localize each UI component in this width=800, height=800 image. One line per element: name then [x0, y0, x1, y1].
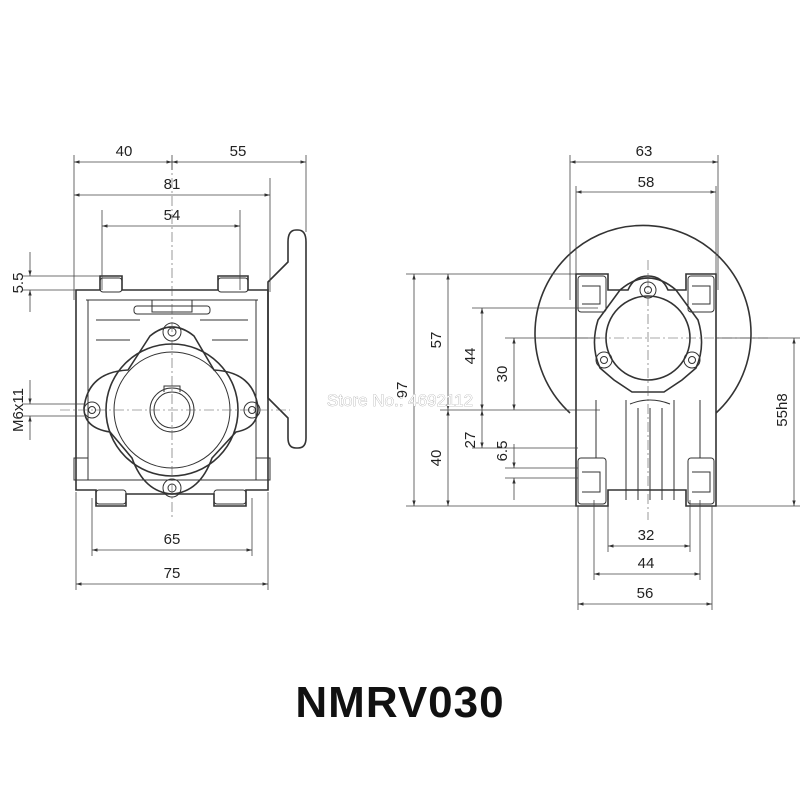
dim-54: 54 [164, 207, 181, 224]
dim-44-vertical: 44 [462, 348, 479, 365]
dim-56: 56 [637, 585, 654, 602]
store-watermark: Store No.: 4692112 [327, 391, 473, 410]
front-dimensions: 40 55 81 54 5.5 M6x11 65 75 [10, 143, 307, 590]
dim-5-5: 5.5 [10, 273, 27, 294]
model-title: NMRV030 [295, 678, 505, 727]
flange-disc [534, 224, 752, 414]
dim-55: 55 [230, 143, 247, 160]
dim-58: 58 [638, 174, 655, 191]
dim-40: 40 [116, 143, 133, 160]
side-dimensions: 63 58 97 57 40 44 27 30 6.5 55h8 [394, 143, 800, 610]
dim-55h8: 55h8 [774, 393, 791, 426]
dim-6-5: 6.5 [494, 441, 511, 462]
motor-flange [267, 229, 307, 449]
dim-30: 30 [494, 366, 511, 383]
dim-40-lower: 40 [428, 450, 445, 467]
dim-m6x11: M6x11 [10, 388, 27, 432]
dim-65: 65 [164, 531, 181, 548]
bore-lobe [593, 277, 703, 393]
dim-63: 63 [636, 143, 653, 160]
side-housing [575, 273, 717, 507]
dim-97: 97 [394, 382, 411, 399]
dim-57: 57 [428, 332, 445, 349]
dim-32: 32 [638, 527, 655, 544]
dim-81: 81 [164, 176, 181, 193]
dim-44-horizontal: 44 [638, 555, 655, 572]
dim-75: 75 [164, 565, 181, 582]
front-view [60, 160, 307, 520]
dim-27: 27 [462, 432, 479, 449]
